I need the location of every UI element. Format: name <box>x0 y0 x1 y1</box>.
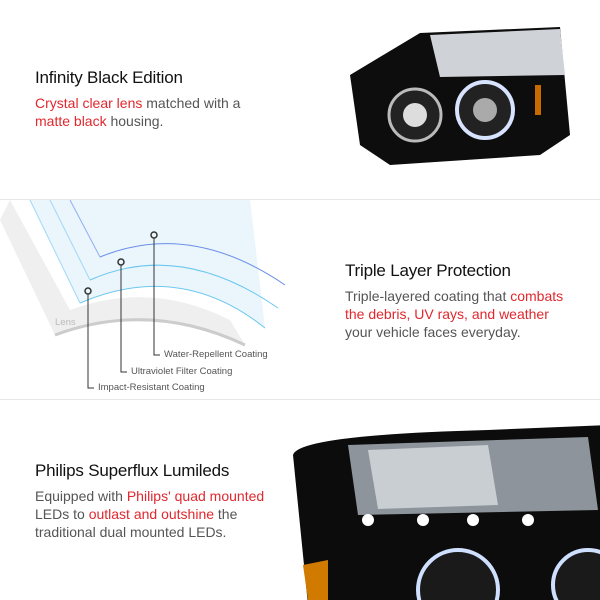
body-text: housing. <box>106 113 164 129</box>
section-body: Crystal clear lens matched with a matte … <box>35 94 255 130</box>
section-title: Triple Layer Protection <box>345 261 511 280</box>
section-title: Philips Superflux Lumileds <box>35 461 230 480</box>
section-infinity-black: Infinity Black Edition Crystal clear len… <box>0 0 600 200</box>
body-text: matched with a <box>142 95 241 111</box>
section-body: Triple-layered coating that combats the … <box>345 287 575 341</box>
body-text: the traditional dual mounted LEDs. <box>35 506 238 540</box>
section-body: Equipped with Philips' quad mounted LEDs… <box>35 487 265 541</box>
highlight-text: outlast and outshine <box>88 506 215 522</box>
layer-label: Water-Repellent Coating <box>164 349 268 360</box>
highlight-text: Philips' quad mounted <box>126 488 265 504</box>
headlight-closeup-image <box>293 425 600 600</box>
layer-label: Impact-Resistant Coating <box>98 382 205 393</box>
headlight-image <box>350 27 570 165</box>
highlight-text: combats the debris, UV rays, and weather <box>345 288 564 322</box>
section-triple-layer: Lens Water-Repellent Coating Ultraviolet… <box>0 200 600 400</box>
highlight-text: Crystal clear lens <box>35 95 143 111</box>
lens-label: Lens <box>55 317 76 328</box>
body-text: LEDs to <box>35 506 89 522</box>
body-text: Equipped with <box>35 488 127 504</box>
section-title: Infinity Black Edition <box>35 68 183 87</box>
section-philips: Philips Superflux Lumileds Equipped with… <box>0 400 600 600</box>
body-text: Triple-layered coating that <box>345 288 511 304</box>
body-text: your vehicle faces everyday. <box>345 324 521 340</box>
coating-diagram <box>0 200 286 389</box>
layer-label: Ultraviolet Filter Coating <box>131 366 233 377</box>
highlight-text: matte black <box>35 113 107 129</box>
